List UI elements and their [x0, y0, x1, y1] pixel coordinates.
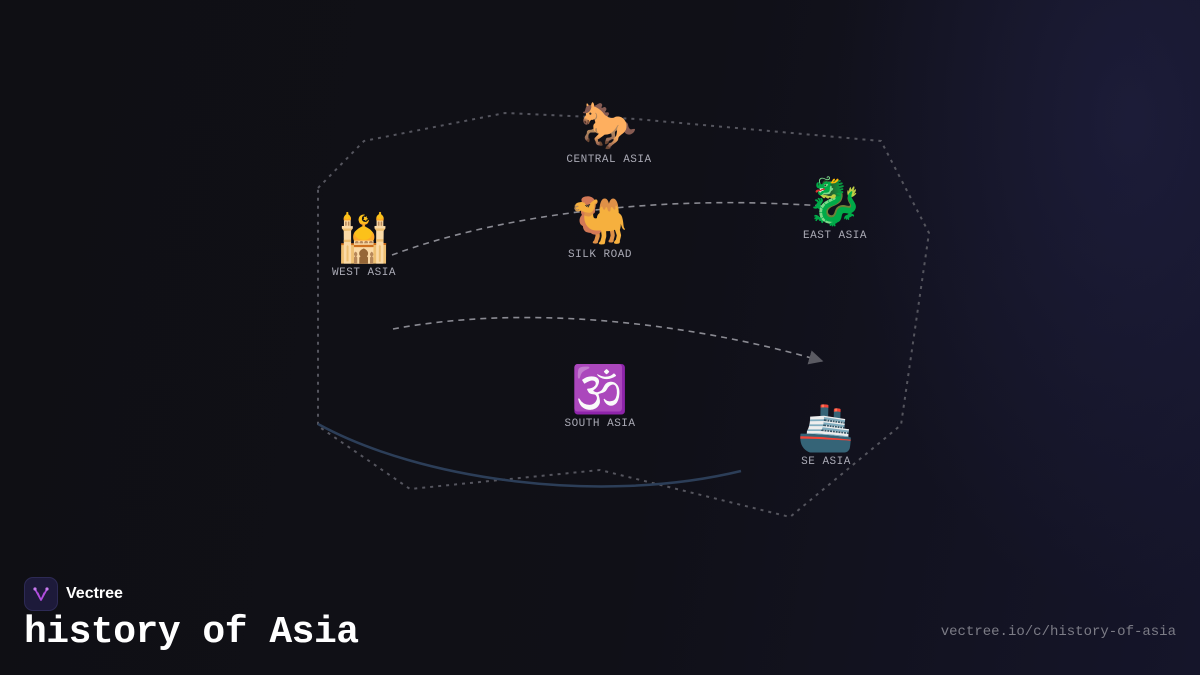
- dragon-icon: 🐉: [806, 174, 864, 228]
- region-label: SILK ROAD: [568, 249, 632, 261]
- region-label: SE ASIA: [801, 456, 851, 468]
- region-label: EAST ASIA: [803, 230, 867, 242]
- vectree-logo-icon[interactable]: [24, 577, 58, 611]
- sea-route-curve: [317, 422, 742, 488]
- region-west-asia: 🕌 WEST ASIA: [304, 213, 424, 279]
- region-silk-road: 🐫 SILK ROAD: [540, 195, 660, 261]
- ship-icon: 🚢: [797, 400, 855, 454]
- page-title: history of Asia: [24, 611, 359, 654]
- silk-road-route: [391, 201, 826, 256]
- region-label: WEST ASIA: [332, 267, 396, 279]
- om-icon: 🕉️: [571, 362, 629, 416]
- mosque-icon: 🕌: [335, 211, 393, 265]
- region-central-asia: 🐎 CENTRAL ASIA: [549, 100, 669, 166]
- page-url[interactable]: vectree.io/c/history-of-asia: [940, 624, 1176, 640]
- region-south-asia: 🕉️ SOUTH ASIA: [540, 364, 660, 430]
- region-east-asia: 🐉 EAST ASIA: [775, 176, 895, 242]
- brand-name[interactable]: Vectree: [66, 585, 123, 602]
- horse-icon: 🐎: [580, 98, 638, 152]
- region-se-asia: 🚢 SE ASIA: [766, 402, 886, 468]
- asia-outline: [317, 111, 931, 519]
- region-label: CENTRAL ASIA: [566, 154, 652, 166]
- brand: Vectree: [24, 577, 123, 611]
- region-label: SOUTH ASIA: [564, 418, 636, 430]
- maritime-route-arrow: [392, 316, 824, 365]
- camel-icon: 🐫: [571, 193, 629, 247]
